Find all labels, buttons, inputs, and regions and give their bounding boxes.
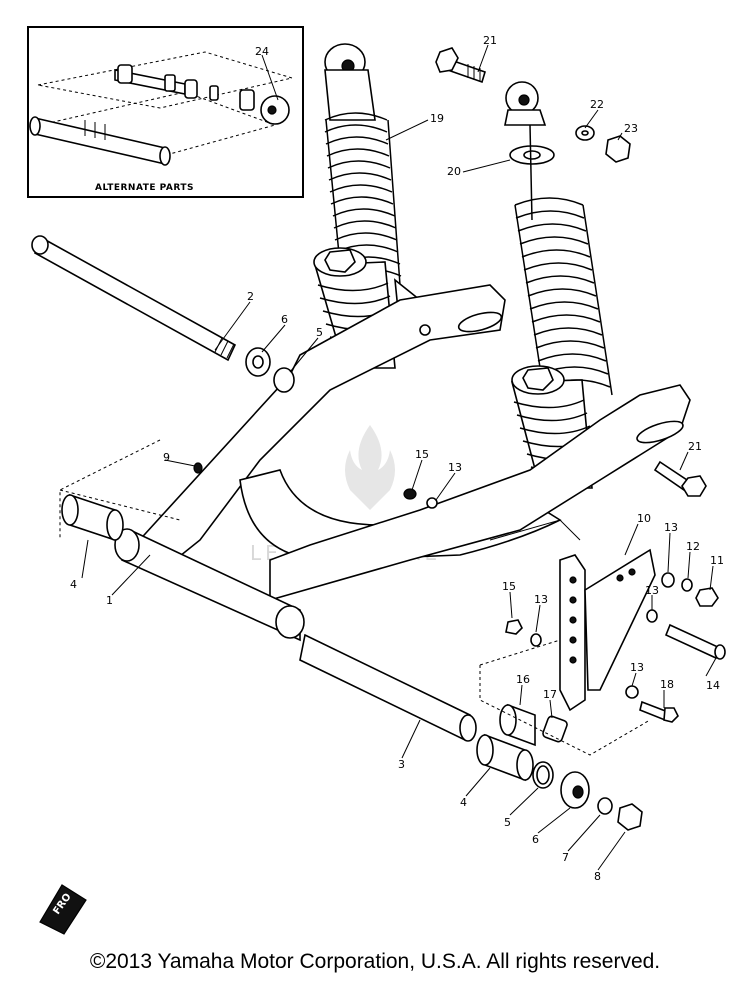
callout-24: 24 bbox=[255, 45, 269, 58]
leader-lines bbox=[81, 44, 717, 871]
callout-22: 22 bbox=[590, 98, 604, 111]
callout-9: 9 bbox=[163, 451, 170, 464]
brake-bracket bbox=[479, 548, 726, 756]
callout-3: 3 bbox=[398, 758, 405, 771]
callout-1: 1 bbox=[106, 594, 113, 607]
right-pivot-hardware bbox=[476, 733, 643, 831]
callout-21: 21 bbox=[483, 34, 497, 47]
collar-and-pin bbox=[499, 703, 568, 747]
callout-23: 23 bbox=[624, 122, 638, 135]
callout-16: 16 bbox=[516, 673, 530, 686]
callout-11: 11 bbox=[710, 554, 724, 567]
callout-13: 13 bbox=[664, 521, 678, 534]
callout-13: 13 bbox=[645, 584, 659, 597]
callout-4: 4 bbox=[70, 578, 77, 591]
callout-19: 19 bbox=[430, 112, 444, 125]
callout-8: 8 bbox=[594, 870, 601, 883]
swingarm-frame bbox=[59, 284, 691, 642]
left-bushing bbox=[61, 493, 124, 542]
top-mount-hardware bbox=[435, 47, 631, 163]
right-shock-absorber bbox=[504, 81, 613, 489]
callout-6: 6 bbox=[532, 833, 539, 846]
lower-shaft bbox=[299, 633, 477, 742]
callout-6: 6 bbox=[281, 313, 288, 326]
callout-10: 10 bbox=[637, 512, 651, 525]
callout-12: 12 bbox=[686, 540, 700, 553]
callout-15: 15 bbox=[502, 580, 516, 593]
callout-7: 7 bbox=[562, 851, 569, 864]
callout-numbers: 24 21 19 22 23 20 2 6 5 9 15 13 21 4 1 1… bbox=[70, 34, 724, 883]
rear-bolt-hardware bbox=[193, 460, 707, 509]
front-direction-badge: FRO bbox=[39, 884, 87, 935]
alternate-parts-label: ALTERNATE PARTS bbox=[95, 183, 194, 193]
callout-17: 17 bbox=[543, 688, 557, 701]
callout-14: 14 bbox=[706, 679, 720, 692]
callout-20: 20 bbox=[447, 165, 461, 178]
callout-13: 13 bbox=[630, 661, 644, 674]
callout-21: 21 bbox=[688, 440, 702, 453]
callout-2: 2 bbox=[247, 290, 254, 303]
callout-5: 5 bbox=[316, 326, 323, 339]
callout-18: 18 bbox=[660, 678, 674, 691]
callout-13: 13 bbox=[534, 593, 548, 606]
alternate-parts-inset: ALTERNATE PARTS bbox=[27, 26, 304, 198]
pivot-shaft bbox=[31, 235, 295, 393]
copyright-notice: ©2013 Yamaha Motor Corporation, U.S.A. A… bbox=[89, 950, 661, 973]
callout-4: 4 bbox=[460, 796, 467, 809]
callout-13: 13 bbox=[448, 461, 462, 474]
callout-5: 5 bbox=[504, 816, 511, 829]
callout-15: 15 bbox=[415, 448, 429, 461]
